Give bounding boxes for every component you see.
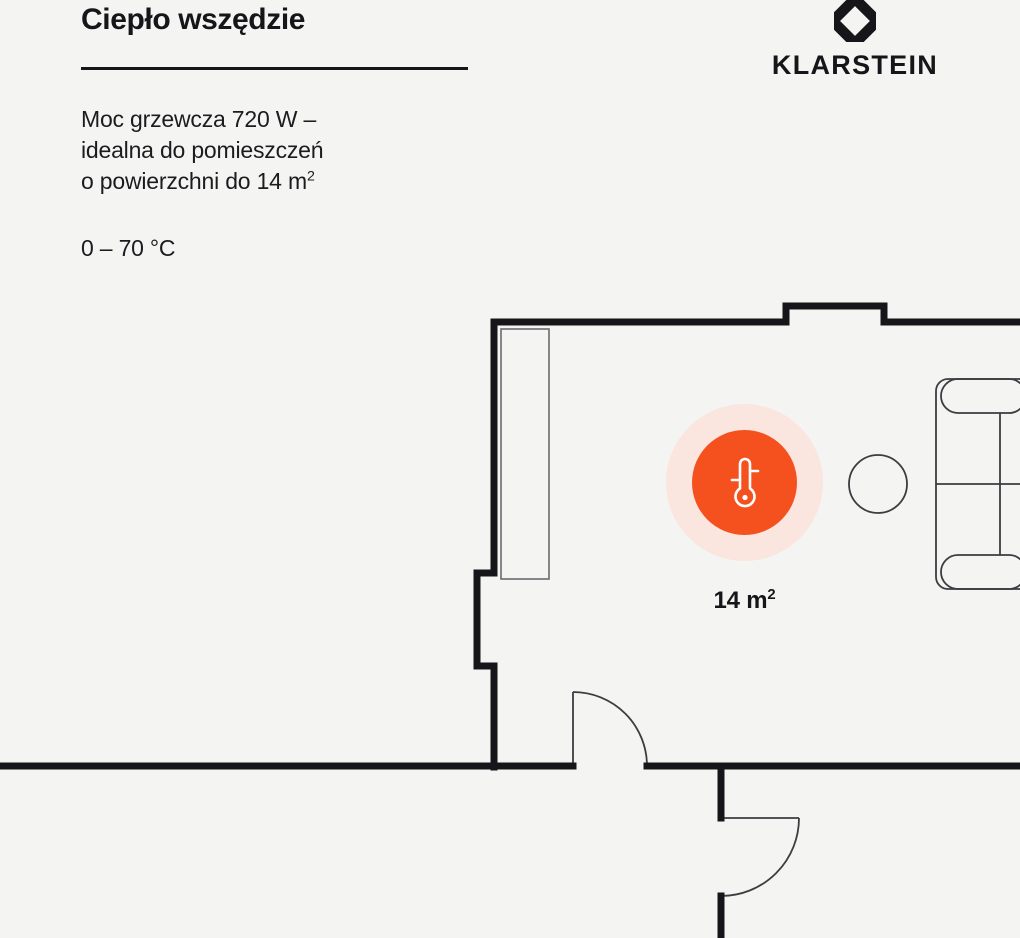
- sofa-furniture-icon: [935, 378, 1020, 590]
- page-title: Ciepło wszędzie: [81, 3, 306, 36]
- brand-name: KLARSTEIN: [771, 50, 939, 80]
- body-copy: Moc grzewcza 720 W –idealna do pomieszcz…: [81, 106, 324, 194]
- thermometer-icon: [730, 457, 759, 507]
- temperature-range: 0 – 70 °C: [81, 235, 176, 261]
- heater-badge: [692, 430, 797, 535]
- floorplan-walls: [0, 302, 1020, 938]
- door-swing-icon: [572, 691, 648, 767]
- octagon-diamond-logo-icon: [834, 0, 876, 42]
- rectangle-furniture-icon: [500, 328, 550, 580]
- thermometer-bulb-dot: [741, 494, 748, 500]
- area-label-text: 14 m2: [713, 587, 776, 614]
- circle-furniture-icon: [848, 454, 908, 514]
- area-label: 14 m2: [648, 587, 841, 615]
- door-swing-icon: [720, 817, 800, 897]
- title-divider: [81, 67, 468, 70]
- brand-logo: KLARSTEIN: [760, 0, 950, 80]
